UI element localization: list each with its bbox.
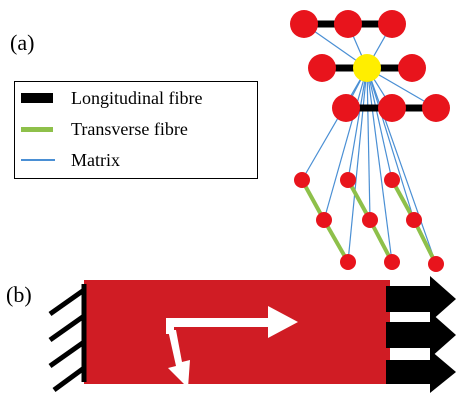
- node: [340, 172, 356, 188]
- panel-label-b: (b): [6, 282, 32, 307]
- transverse-fibre: [322, 219, 350, 263]
- panel-label-a: (a): [10, 30, 35, 55]
- matrix-line: [323, 67, 368, 221]
- matrix-line: [366, 67, 393, 181]
- legend-label-longitudinal: Longitudinal fibre: [71, 87, 203, 108]
- node: [290, 10, 318, 38]
- node: [384, 172, 400, 188]
- clamp-icon: [48, 284, 87, 393]
- node: [362, 212, 378, 228]
- node: [308, 54, 336, 82]
- fibre-direction-arrow-icon: [166, 306, 298, 388]
- node: [384, 254, 400, 270]
- transverse-fibre: [412, 219, 438, 265]
- matrix-swatch: [21, 159, 55, 161]
- node: [422, 94, 450, 122]
- longitudinal-fibre-swatch: [21, 93, 53, 103]
- matrix-line: [366, 67, 437, 265]
- matrix-line: [347, 67, 368, 263]
- matrix-line: [366, 67, 371, 221]
- node: [340, 254, 356, 270]
- node: [406, 212, 422, 228]
- center-node: [353, 54, 381, 82]
- matrix-line: [347, 67, 368, 181]
- specimen-block: [84, 280, 390, 384]
- transverse-fibre-swatch: [21, 126, 53, 132]
- node: [378, 94, 406, 122]
- node: [428, 256, 444, 272]
- legend: Longitudinal fibre Transverse fibre Matr…: [14, 81, 258, 179]
- legend-label-matrix: Matrix: [71, 149, 120, 170]
- node: [316, 212, 332, 228]
- node: [378, 10, 406, 38]
- pull-arrow-icon: [386, 276, 456, 393]
- legend-label-transverse: Transverse fibre: [71, 118, 188, 139]
- matrix-line: [301, 67, 368, 181]
- node: [398, 54, 426, 82]
- node: [294, 172, 310, 188]
- matrix-line: [366, 67, 415, 221]
- fibre-nodes: [290, 10, 450, 272]
- node: [334, 10, 362, 38]
- node: [332, 94, 360, 122]
- matrix-line: [366, 67, 393, 263]
